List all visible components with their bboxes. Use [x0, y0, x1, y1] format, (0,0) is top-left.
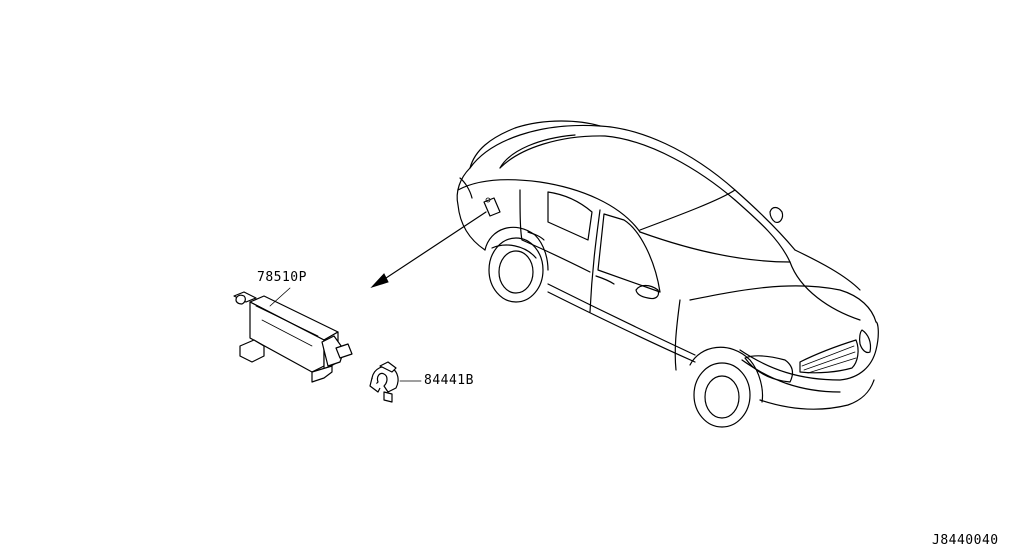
clip-part [369, 361, 399, 403]
location-arrow [370, 211, 487, 289]
leader-line-78510p [269, 287, 291, 307]
diagram-code: J8440040 [932, 533, 999, 548]
part-number-label: 84441B [424, 373, 474, 388]
sedan-illustration [456, 120, 879, 428]
part-number-label: 78510P [257, 270, 307, 285]
trunk-opener-actuator-part [233, 291, 353, 383]
